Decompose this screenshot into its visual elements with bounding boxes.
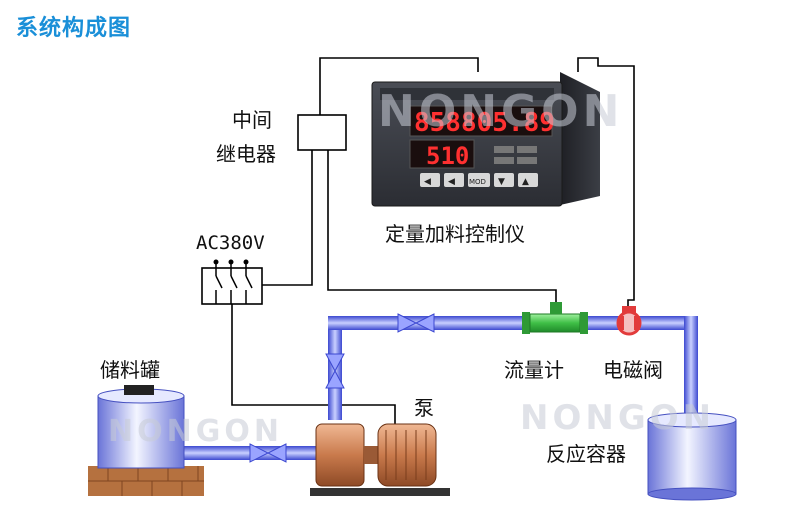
- relay-box: [297, 114, 347, 151]
- controller-button-label: ▲: [522, 177, 529, 187]
- display-top-value: 858805.89: [414, 108, 555, 138]
- power-label: AC380V: [196, 232, 265, 254]
- controller-button-label: ◀: [448, 177, 455, 187]
- wire-flowmeter-signal: [327, 150, 557, 306]
- relay-label-line1: 中间: [232, 108, 272, 132]
- reactor-label: 反应容器: [546, 442, 626, 466]
- controller-button[interactable]: [518, 173, 538, 187]
- storage-tank: [88, 385, 204, 496]
- reactor-vessel: [647, 412, 737, 501]
- breaker: [201, 259, 263, 305]
- watermark: NONGON: [378, 86, 624, 137]
- controller-label: 定量加料控制仪: [385, 222, 525, 246]
- flow-meter-label: 流量计: [504, 358, 564, 382]
- pump-assembly: [310, 423, 450, 496]
- ball-valve-top: [397, 313, 435, 333]
- controller-button[interactable]: [494, 173, 514, 187]
- controller-unit: 858805.89 510 ◀ ◀ MOD ▼ ▲: [371, 72, 600, 207]
- wire-breaker-to-pump: [231, 303, 396, 425]
- pump-body: [315, 423, 365, 487]
- pump-motor: [377, 423, 437, 487]
- pipe-reactor-drop: [684, 316, 698, 436]
- wire-controller-to-valve: [577, 57, 635, 312]
- wire-relay-to-controller: [319, 57, 479, 115]
- ball-valve-riser: [325, 353, 345, 389]
- controller-button[interactable]: [444, 173, 464, 187]
- pipe-main-horizontal: [328, 316, 698, 330]
- relay-label-line2: 继电器: [216, 142, 276, 166]
- storage-tank-label: 储料罐: [100, 358, 160, 382]
- display-bottom-value: 510: [426, 142, 469, 170]
- controller-buttons: ◀ ◀ MOD ▼ ▲: [420, 173, 538, 187]
- diagram-title: 系统构成图: [16, 16, 132, 41]
- flow-meter: [522, 302, 588, 334]
- controller-button-label: ◀: [424, 177, 431, 187]
- controller-button[interactable]: [468, 173, 490, 187]
- display-top: [409, 105, 553, 137]
- solenoid-valve: [616, 306, 642, 336]
- ball-valve-inlet: [249, 443, 287, 463]
- valves: [249, 313, 435, 463]
- controller-button-label: MOD: [469, 178, 486, 186]
- controller-button-label: ▼: [498, 177, 505, 187]
- controller-button[interactable]: [420, 173, 440, 187]
- display-bottom: [409, 139, 475, 169]
- wiring: [231, 57, 635, 425]
- watermark: NONGON: [108, 414, 283, 449]
- solenoid-valve-label: 电磁阀: [603, 358, 663, 382]
- pump-label: 泵: [414, 396, 434, 420]
- wire-relay-to-breaker: [262, 150, 313, 286]
- watermark: NONGON: [520, 398, 716, 438]
